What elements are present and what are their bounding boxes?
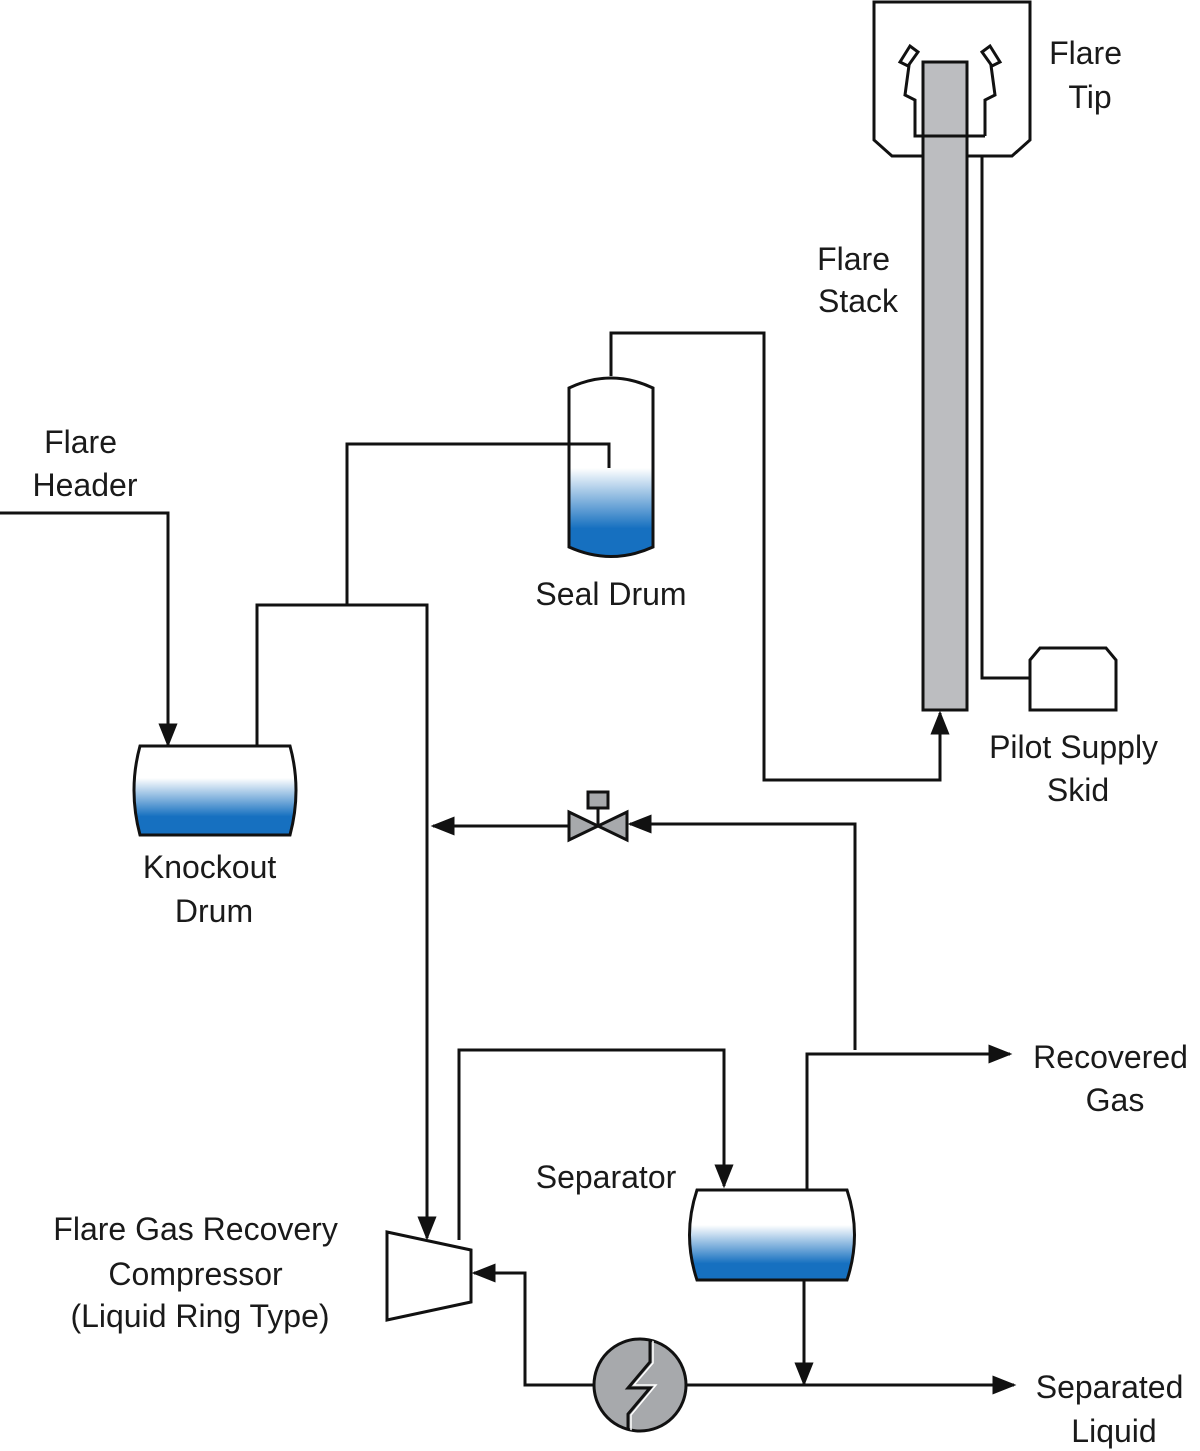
label-separator: Separator [536, 1159, 677, 1195]
seal-drum [567, 376, 655, 558]
right-nozzle-icon [979, 43, 1003, 68]
label-flare-stack: Flare Stack [817, 241, 899, 319]
label-compressor: Flare Gas Recovery Compressor (Liquid Ri… [53, 1211, 346, 1334]
label-seal-drum: Seal Drum [535, 576, 686, 612]
recovered-gas-line [805, 1044, 1013, 1190]
label-flare-tip: Flare Tip [1049, 35, 1131, 115]
recycle-line [627, 814, 857, 1050]
label-knockout-drum: Knockout Drum [143, 849, 285, 929]
left-nozzle-icon [897, 43, 921, 68]
label-flare-header: Flare Header [33, 424, 138, 503]
separator [688, 1188, 856, 1282]
pilot-supply-skid [1028, 646, 1118, 712]
cooler-icon [592, 1337, 688, 1433]
control-valve-icon [567, 790, 629, 843]
flare-stack [921, 60, 969, 712]
seal-drum-to-stack-line [609, 331, 950, 782]
compressor-discharge-line [457, 1048, 734, 1240]
label-separated-liquid: Separated Liquid [1036, 1369, 1193, 1449]
knockout-drum [132, 744, 298, 837]
pilot-supply-line [980, 130, 1030, 680]
cooler-return-line [471, 1263, 594, 1387]
compressor-icon [385, 1230, 473, 1322]
knockout-outlet-line [255, 603, 437, 1241]
label-pilot-supply-skid: Pilot Supply Skid [989, 729, 1167, 808]
label-recovered-gas: Recovered Gas [1033, 1039, 1197, 1118]
flare-header-line [0, 511, 178, 748]
